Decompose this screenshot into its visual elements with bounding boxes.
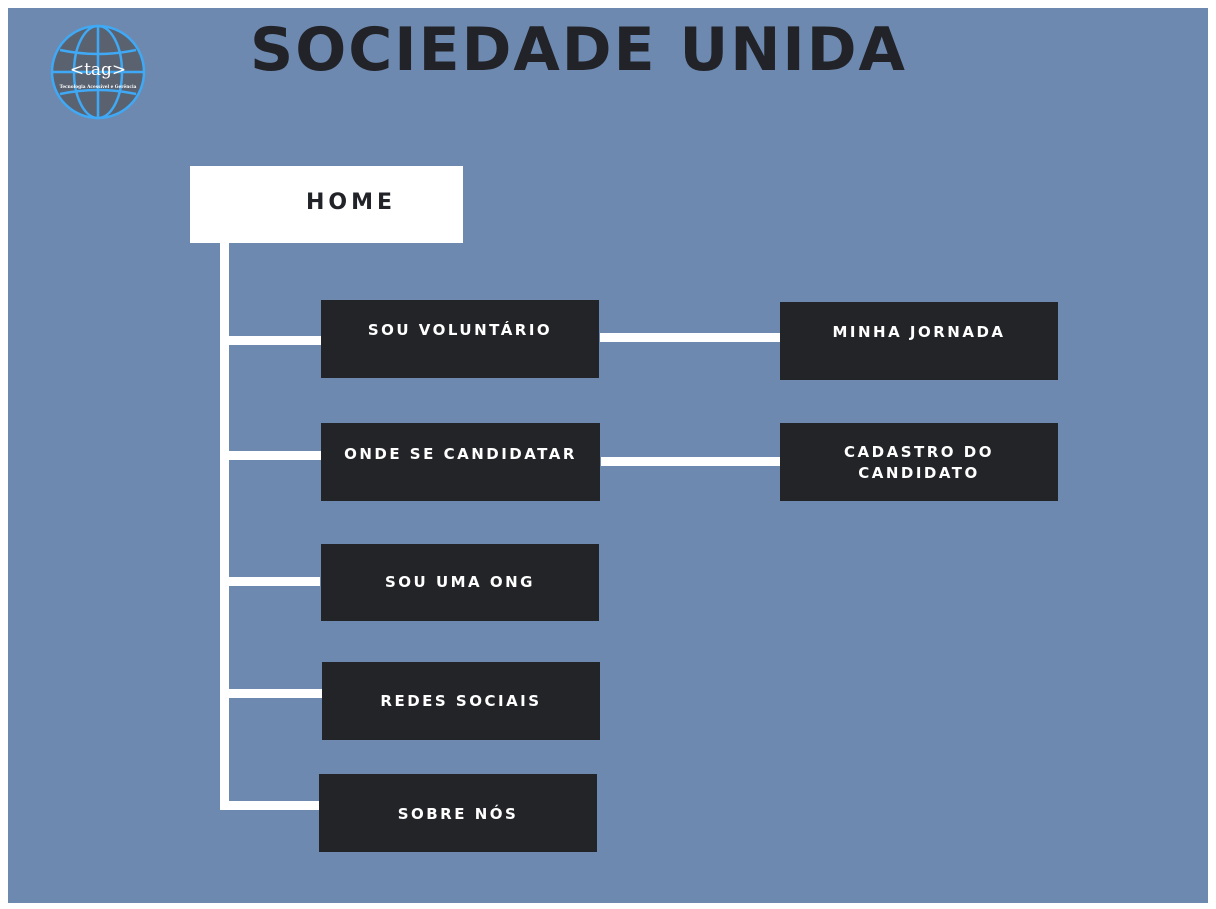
home-node[interactable]: HOME [190,166,463,243]
child-connector-1 [600,333,781,342]
node-label: SOBRE NÓS [397,805,519,823]
node-label: SOU VOLUNTÁRIO [367,321,553,339]
node-label: REDES SOCIAIS [380,691,542,710]
node-cadastro-do-candidato[interactable]: CADASTRO DO CANDIDATO [780,423,1058,501]
home-label: HOME [306,190,397,215]
branch-connector-5 [220,801,320,810]
branch-connector-4 [220,689,322,698]
branch-connector-3 [220,577,320,586]
child-connector-2 [601,457,781,466]
logo-subtitle: Tecnologia Acessível e Gerência [59,85,137,90]
page-title: SOCIEDADE UNIDA [250,15,907,85]
node-label: MINHA JORNADA [832,323,1006,341]
node-redes-sociais[interactable]: REDES SOCIAIS [322,662,600,740]
globe-icon [50,24,146,120]
branch-connector-1 [220,336,322,345]
node-sou-voluntario[interactable]: SOU VOLUNTÁRIO [321,300,599,378]
node-sobre-nos[interactable]: SOBRE NÓS [319,774,597,852]
branch-connector-2 [220,451,322,460]
node-sou-uma-ong[interactable]: SOU UMA ONG [321,544,599,621]
vertical-connector [220,243,229,810]
node-label: SOU UMA ONG [384,573,535,591]
logo-text: <tag> [69,60,127,80]
tag-logo: <tag> Tecnologia Acessível e Gerência [50,24,146,120]
node-label: CADASTRO DO CANDIDATO [844,443,994,482]
node-onde-se-candidatar[interactable]: ONDE SE CANDIDATAR [321,423,600,501]
node-label: ONDE SE CANDIDATAR [344,445,577,463]
node-minha-jornada[interactable]: MINHA JORNADA [780,302,1058,380]
